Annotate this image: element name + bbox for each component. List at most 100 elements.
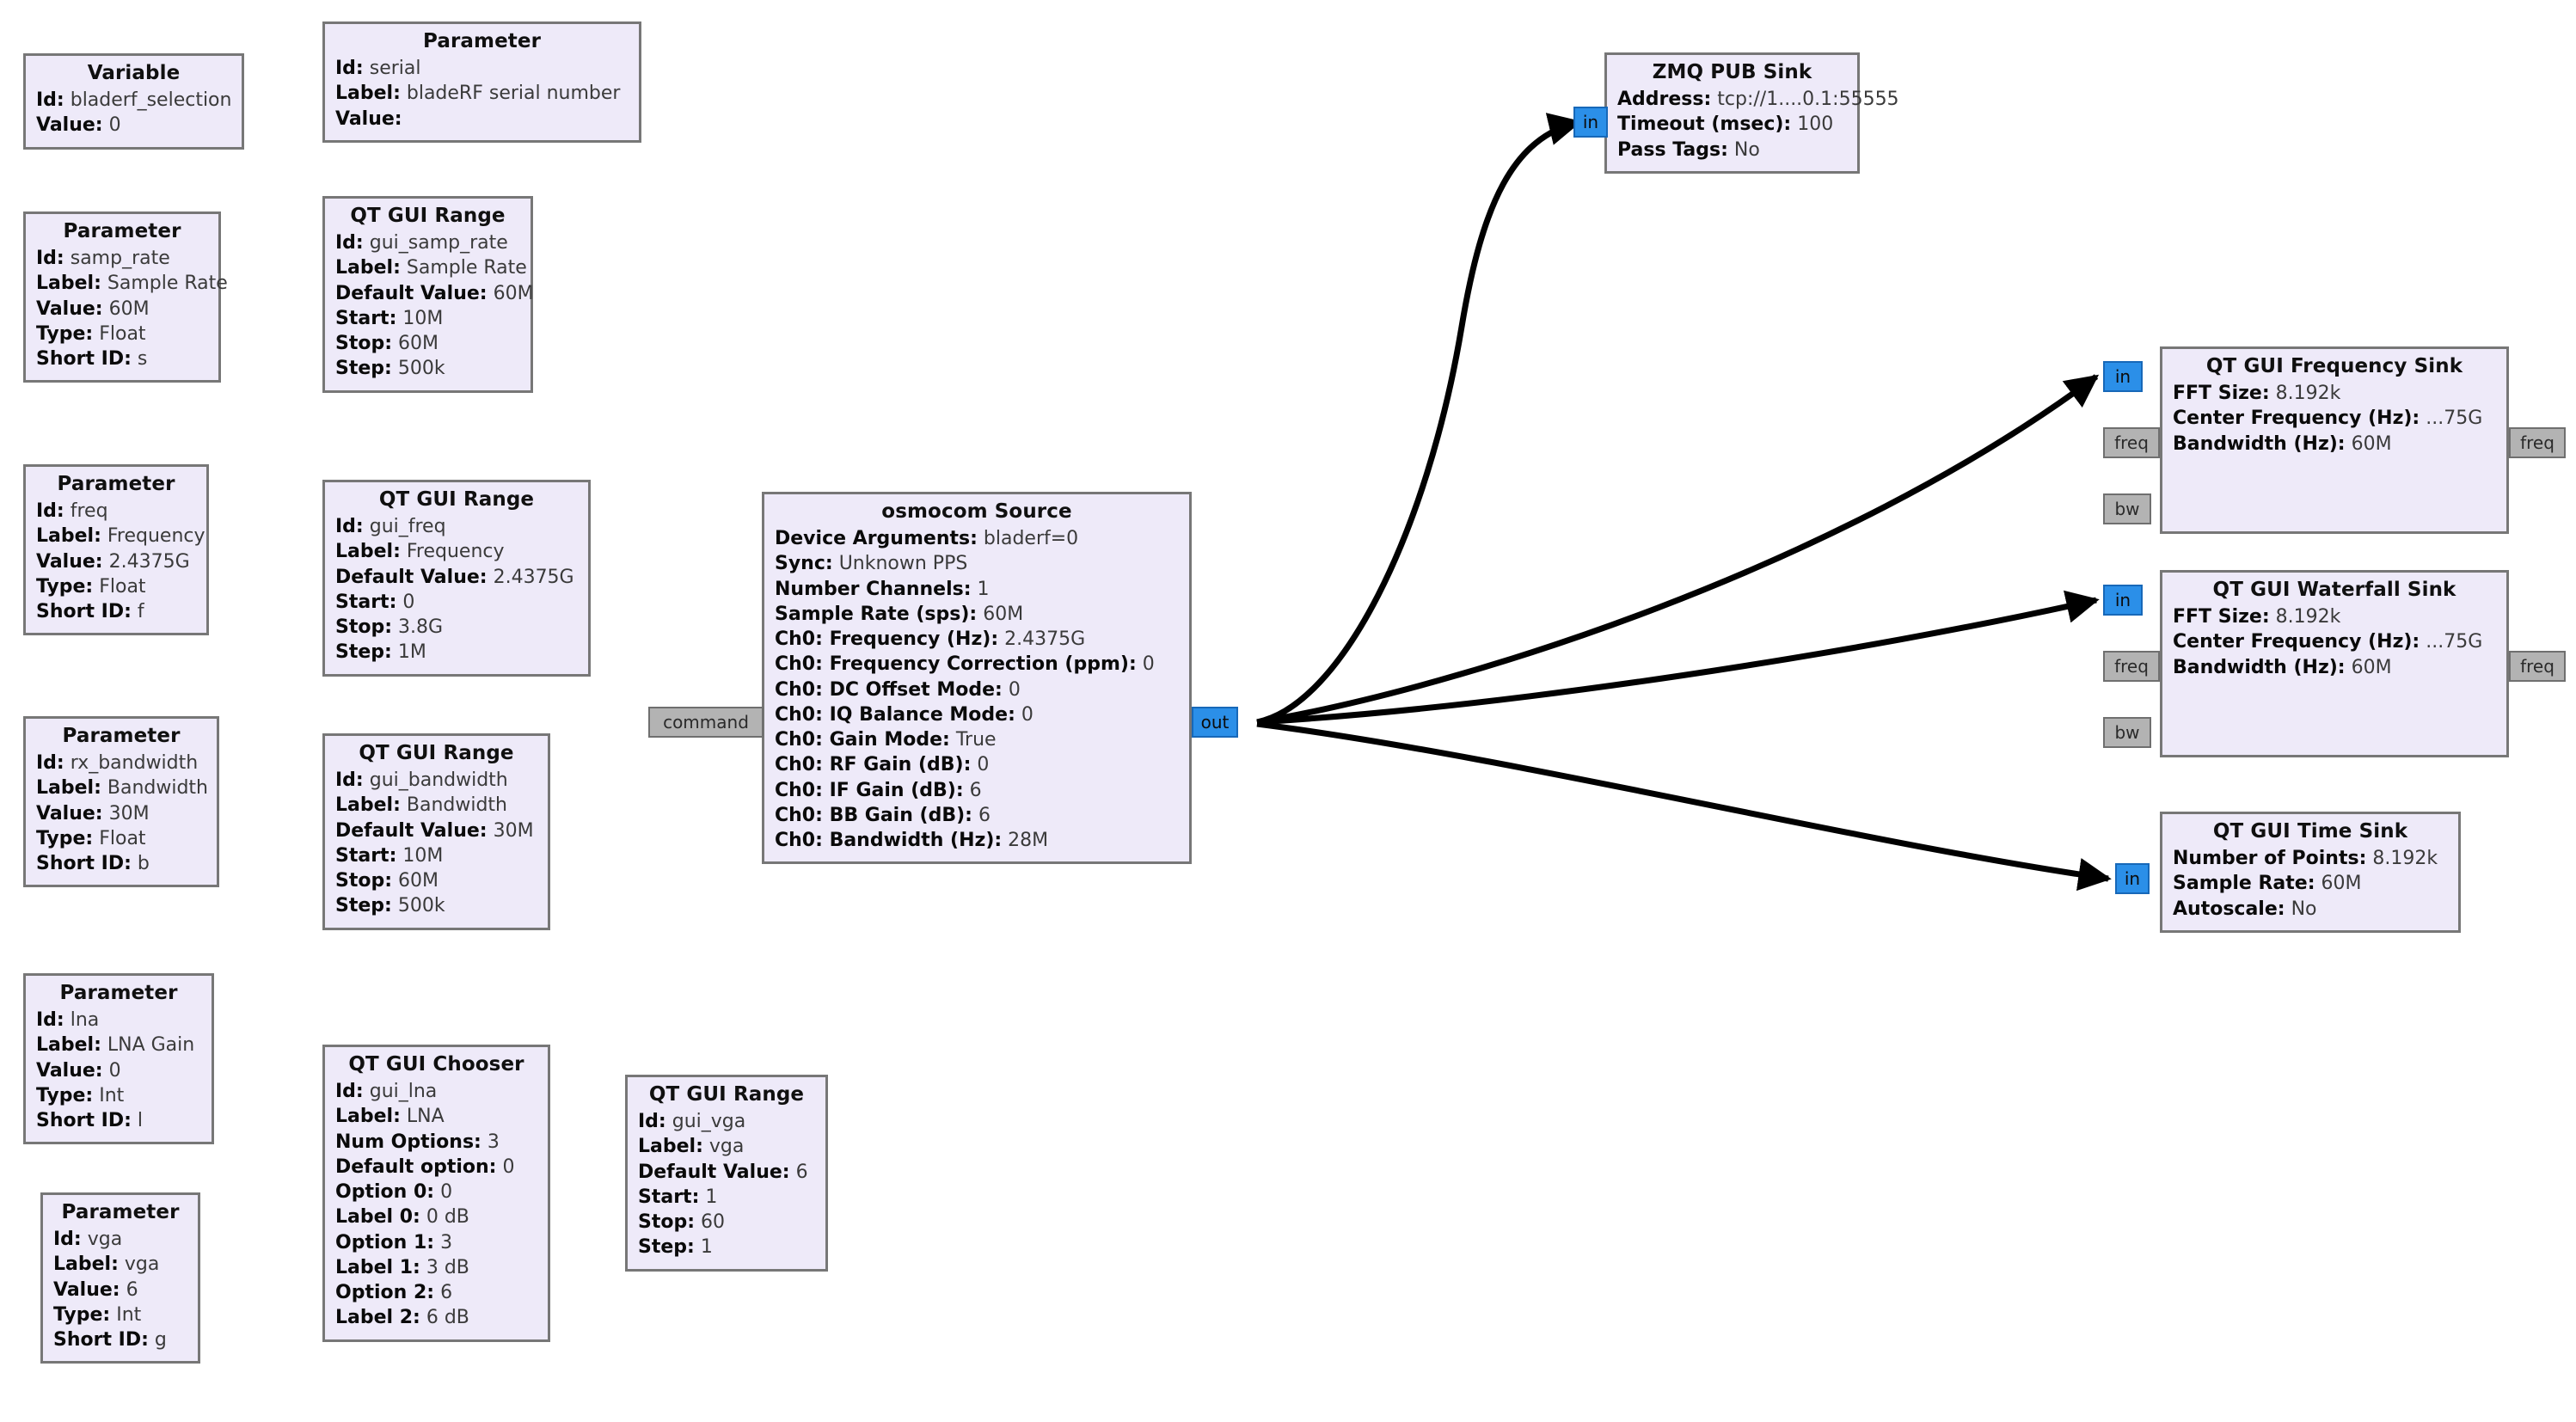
block-qt-gui-chooser-lna[interactable]: QT GUI Chooser Id: gui_lna Label: LNA Nu… (322, 1045, 550, 1342)
block-row: Label: Bandwidth (36, 777, 208, 800)
port-zmq-pub-sink-in[interactable]: in (1573, 107, 1608, 138)
block-row: Label: Sample Rate (36, 273, 228, 295)
block-qt-gui-waterfall-sink[interactable]: QT GUI Waterfall Sink FFT Size: 8.192k C… (2160, 570, 2509, 757)
port-waterfall-sink-freq-in[interactable]: freq (2103, 651, 2160, 682)
block-row: Address: tcp://1....0.1:55555 (1617, 89, 1899, 110)
block-parameter-freq[interactable]: Parameter Id: freq Label: Frequency Valu… (23, 464, 209, 636)
block-row: Label 0: 0 dB (335, 1206, 469, 1229)
port-waterfall-sink-bw-in[interactable]: bw (2103, 717, 2151, 748)
block-row: Stop: 60M (335, 870, 439, 892)
block-title: QT GUI Chooser (348, 1053, 524, 1076)
block-row: Value: (335, 107, 402, 130)
block-row: Bandwidth (Hz): 60M (2173, 656, 2392, 678)
block-row: Id: freq (36, 500, 108, 522)
block-title: Parameter (63, 220, 181, 242)
block-row: Label: LNA (335, 1106, 445, 1128)
block-row: Step: 1 (638, 1236, 713, 1259)
port-time-sink-in[interactable]: in (2115, 863, 2150, 894)
block-row: Value: 2.4375G (36, 550, 190, 573)
block-row: Label: Sample Rate (335, 257, 527, 279)
block-row: Id: vga (53, 1229, 123, 1250)
block-qt-gui-range-samp-rate[interactable]: QT GUI Range Id: gui_samp_rate Label: Sa… (322, 196, 534, 393)
port-waterfall-sink-in[interactable]: in (2103, 585, 2143, 616)
port-label: freq (2114, 432, 2149, 453)
block-row: Default option: 0 (335, 1155, 515, 1178)
block-row: Ch0: DC Offset Mode: 0 (775, 678, 1021, 701)
block-qt-gui-frequency-sink[interactable]: QT GUI Frequency Sink FFT Size: 8.192k C… (2160, 346, 2509, 534)
block-parameter-samp-rate[interactable]: Parameter Id: samp_rate Label: Sample Ra… (23, 211, 228, 383)
block-row: FFT Size: 8.192k (2173, 383, 2341, 404)
port-frequency-sink-bw-in[interactable]: bw (2103, 493, 2151, 524)
block-row: Type: Float (36, 827, 146, 849)
block-row: Label: vga (638, 1136, 745, 1158)
port-osmocom-source-command[interactable]: command (648, 707, 764, 738)
block-row: Autoscale: No (2173, 898, 2317, 920)
block-zmq-pub-sink[interactable]: ZMQ PUB Sink Address: tcp://1....0.1:555… (1604, 52, 1899, 174)
wire-source-to-frequency-sink (1256, 374, 2100, 726)
block-row: Value: 30M (36, 802, 150, 824)
block-row: Id: gui_bandwidth (335, 769, 508, 791)
block-row: Number Channels: 1 (775, 578, 990, 600)
block-row: Bandwidth (Hz): 60M (2173, 432, 2392, 455)
port-label: bw (2114, 499, 2140, 519)
block-row: Label: Bandwidth (335, 794, 507, 817)
block-row: Step: 1M (335, 641, 426, 664)
port-label: bw (2114, 722, 2140, 743)
block-row: Ch0: Bandwidth (Hz): 28M (775, 830, 1049, 851)
block-row: Id: gui_freq (335, 516, 446, 537)
block-parameter-serial[interactable]: Parameter Id: serial Label: bladeRF seri… (322, 21, 641, 143)
block-parameter-vga[interactable]: Parameter Id: vga Label: vga Value: 6 Ty… (40, 1192, 200, 1364)
block-row: Id: rx_bandwidth (36, 752, 199, 774)
block-parameter-rx-bandwidth[interactable]: Parameter Id: rx_bandwidth Label: Bandwi… (23, 716, 219, 888)
block-title: QT GUI Frequency Sink (2205, 355, 2463, 377)
block-row: Stop: 60M (335, 333, 439, 354)
wire-source-to-time-sink (1256, 720, 2112, 892)
block-qt-gui-range-bandwidth[interactable]: QT GUI Range Id: gui_bandwidth Label: Ba… (322, 733, 550, 930)
block-row: Start: 10M (335, 307, 444, 329)
block-title: QT GUI Waterfall Sink (2212, 579, 2456, 601)
block-row: Default Value: 2.4375G (335, 566, 574, 588)
block-title: Parameter (59, 982, 178, 1004)
port-label: out (1200, 712, 1230, 732)
block-row: Option 0: 0 (335, 1181, 453, 1203)
port-osmocom-source-out[interactable]: out (1192, 707, 1238, 738)
block-qt-gui-time-sink[interactable]: QT GUI Time Sink Number of Points: 8.192… (2160, 812, 2461, 933)
block-row: Sample Rate: 60M (2173, 873, 2362, 895)
block-row: Short ID: b (36, 853, 150, 874)
port-label: freq (2114, 656, 2149, 677)
port-label: in (2114, 590, 2131, 610)
block-title: Parameter (61, 1201, 180, 1223)
block-row: Label: LNA Gain (36, 1034, 195, 1057)
block-qt-gui-range-vga[interactable]: QT GUI Range Id: gui_vga Label: vga Defa… (625, 1075, 828, 1272)
block-row: Center Frequency (Hz): ...75G (2173, 408, 2483, 430)
port-frequency-sink-freq-in[interactable]: freq (2103, 427, 2160, 458)
port-frequency-sink-in[interactable]: in (2103, 361, 2143, 392)
block-row: Value: 0 (36, 1059, 121, 1082)
block-row: Id: lna (36, 1009, 100, 1031)
block-row: Id: gui_samp_rate (335, 232, 508, 254)
block-title: Parameter (422, 30, 542, 52)
block-osmocom-source[interactable]: osmocom Source Device Arguments: bladerf… (762, 492, 1192, 865)
block-qt-gui-range-freq[interactable]: QT GUI Range Id: gui_freq Label: Frequen… (322, 480, 591, 677)
block-row: Label: Frequency (335, 541, 505, 563)
block-row: Label 2: 6 dB (335, 1307, 469, 1329)
block-row: Option 1: 3 (335, 1231, 453, 1253)
wire-source-to-zmq (1256, 113, 1582, 726)
port-waterfall-sink-freq-out[interactable]: freq (2509, 651, 2566, 682)
block-row: Num Options: 3 (335, 1131, 500, 1153)
block-title: Parameter (62, 725, 181, 747)
port-frequency-sink-freq-out[interactable]: freq (2509, 427, 2566, 458)
block-row: Number of Points: 8.192k (2173, 848, 2438, 869)
block-row: Ch0: BB Gain (dB): 6 (775, 804, 991, 826)
block-row: Ch0: Gain Mode: True (775, 729, 997, 751)
block-row: Start: 1 (638, 1186, 718, 1208)
block-title: QT GUI Time Sink (2212, 820, 2408, 843)
block-variable-bladerf-selection[interactable]: Variable Id: bladerf_selection Value: 0 (23, 53, 244, 150)
block-row: Ch0: Frequency (Hz): 2.4375G (775, 628, 1086, 650)
block-row: Step: 500k (335, 358, 445, 380)
block-row: Default Value: 6 (638, 1161, 808, 1183)
block-parameter-lna[interactable]: Parameter Id: lna Label: LNA Gain Value:… (23, 973, 214, 1145)
block-row: Sync: Unknown PPS (775, 553, 968, 575)
block-row: Value: 0 (36, 114, 121, 137)
